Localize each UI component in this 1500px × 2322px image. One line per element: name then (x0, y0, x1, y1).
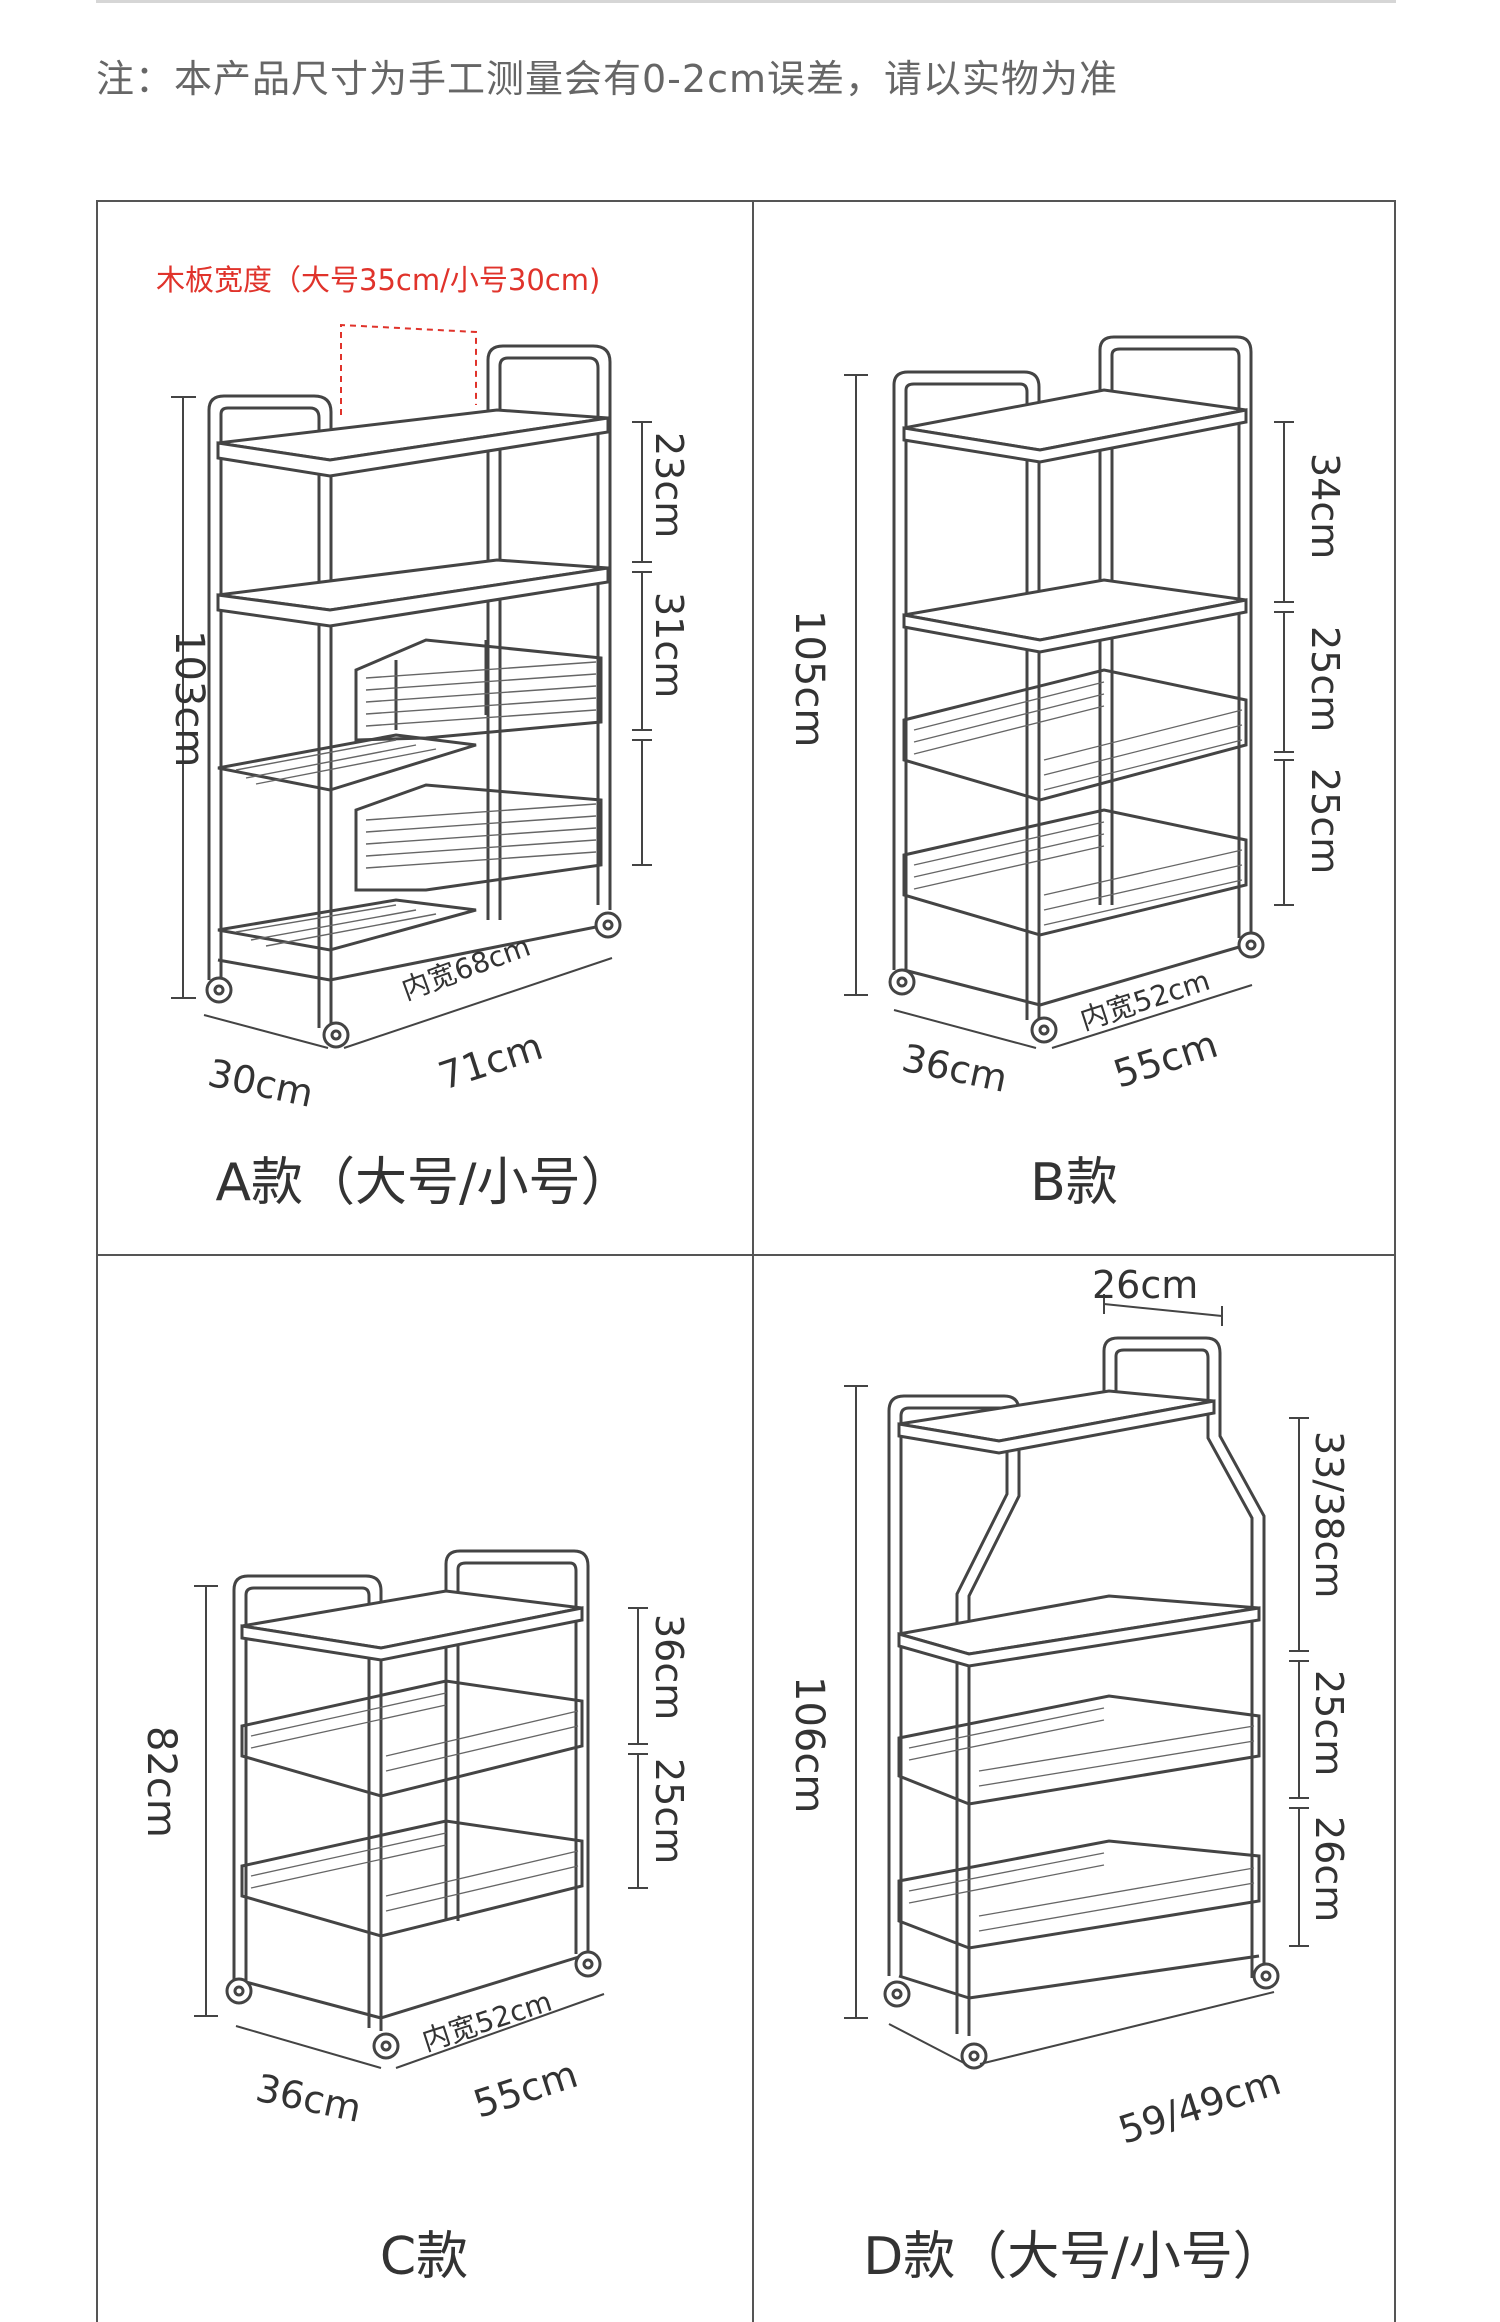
panel-model-b: 105cm 34cm 25cm 25cm 内宽52cm 36cm 55cm B款 (754, 200, 1396, 1254)
gap-label: 31cm (647, 592, 691, 698)
height-label: 105cm (786, 610, 832, 747)
top-width-label: 26cm (1092, 1263, 1198, 1307)
cart-a-diagram: 木板宽度（大号35cm/小号30cm) 103cm 23cm 31cm 内宽68… (156, 263, 691, 1116)
width-label: 71cm (433, 1024, 548, 1099)
gap-label: 34cm (1303, 453, 1347, 559)
width-label: 59/49cm (1113, 2059, 1286, 2153)
depth-label: 36cm (252, 2066, 365, 2131)
height-label: 106cm (786, 1676, 832, 1813)
depth-label: 36cm (898, 1036, 1011, 1101)
inner-width-label: 内宽52cm (418, 1985, 556, 2058)
model-caption: C款 (379, 2227, 469, 2287)
product-grid (96, 200, 1396, 2322)
model-caption: D款（大号/小号） (863, 2227, 1285, 2287)
height-label: 82cm (138, 1726, 184, 1838)
model-caption: A款（大号/小号） (215, 1153, 633, 1213)
gap-label: 33/38cm (1307, 1431, 1351, 1598)
gap-label: 26cm (1307, 1816, 1351, 1922)
cart-d-diagram: 106cm 26cm 33/38cm 25cm 26cm 59/49cm (786, 1263, 1351, 2153)
width-label: 55cm (1108, 1022, 1223, 1097)
grid-vertical-divider (752, 200, 754, 2322)
gap-label: 25cm (647, 1758, 691, 1864)
cart-c-diagram: 82cm 36cm 25cm 内宽52cm 36cm 55cm (138, 1549, 691, 2131)
board-width-note: 木板宽度（大号35cm/小号30cm) (156, 263, 600, 297)
measurement-note: 注：本产品尺寸为手工测量会有0-2cm误差，请以实物为准 (96, 57, 1118, 101)
depth-label: 30cm (204, 1051, 317, 1116)
width-label: 55cm (468, 2052, 583, 2127)
height-label: 103cm (166, 630, 212, 767)
gap-label: 25cm (1303, 768, 1347, 874)
grid-horizontal-divider (96, 1254, 1396, 1256)
panel-model-a: 木板宽度（大号35cm/小号30cm) 103cm 23cm 31cm 内宽68… (96, 200, 752, 1254)
gap-label: 25cm (1307, 1670, 1351, 1776)
panel-model-d: 106cm 26cm 33/38cm 25cm 26cm 59/49cm D款（… (754, 1256, 1396, 2322)
gap-label: 25cm (1303, 626, 1347, 732)
top-divider (96, 0, 1396, 3)
gap-label: 23cm (647, 432, 691, 538)
model-caption: B款 (1030, 1153, 1118, 1213)
inner-width-label: 内宽68cm (397, 930, 534, 1007)
cart-b-diagram: 105cm 34cm 25cm 25cm 内宽52cm 36cm 55cm (786, 335, 1347, 1101)
panel-model-c: 82cm 36cm 25cm 内宽52cm 36cm 55cm C款 (96, 1256, 752, 2322)
gap-label: 36cm (647, 1614, 691, 1720)
